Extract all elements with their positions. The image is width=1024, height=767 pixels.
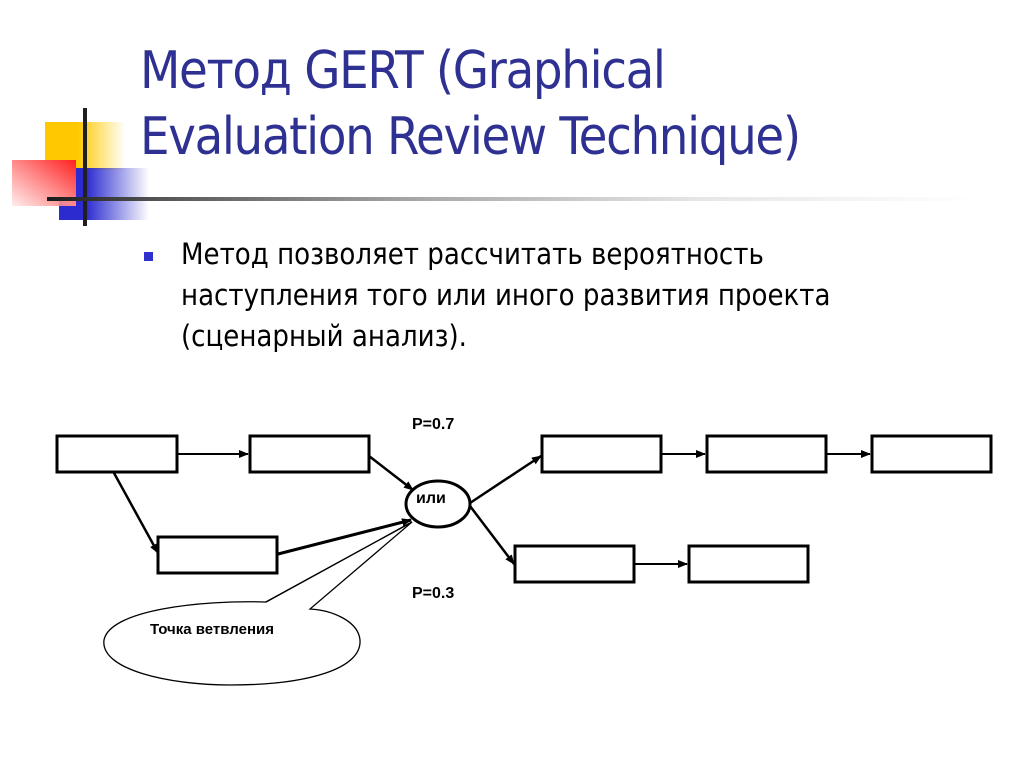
deco-vertical-line [83,108,87,226]
callout-label: Точка ветвления [150,621,274,638]
edge-or-d [469,454,542,505]
edge-or-g [469,505,515,565]
title-underline [47,197,977,201]
decorative-logo [0,0,160,240]
bullet-line-2: наступления того или иного развития прое… [181,278,831,312]
bullet-square-icon [144,252,153,261]
bullet-text: Метод позволяет рассчитать вероятность н… [181,234,901,357]
edge-c-or [277,518,412,556]
node-box-g [513,544,636,584]
node-box-d [540,434,663,474]
node-box-h [687,544,810,584]
node-box-f [870,434,993,474]
node-box-b [248,434,371,474]
edge-b-or [368,455,414,491]
callout-bubble [103,521,413,686]
bullet-line-3: (сценарный анализ). [181,319,467,353]
node-box-a [55,434,179,474]
edge-a-c [112,472,160,554]
or-node-label: или [416,490,446,507]
bullet-line-1: Метод позволяет рассчитать вероятность [181,237,764,271]
node-box-c [156,535,279,575]
probability-lower-label: P=0.3 [412,585,455,602]
slide-title: Метод GERT (Graphical Evaluation Review … [140,38,923,170]
probability-upper-label: P=0.7 [412,416,455,433]
title-line-1: Метод GERT (Graphical [140,41,666,101]
title-line-2: Evaluation Review Technique) [140,107,801,167]
or-node [404,479,472,529]
node-box-e [705,434,828,474]
